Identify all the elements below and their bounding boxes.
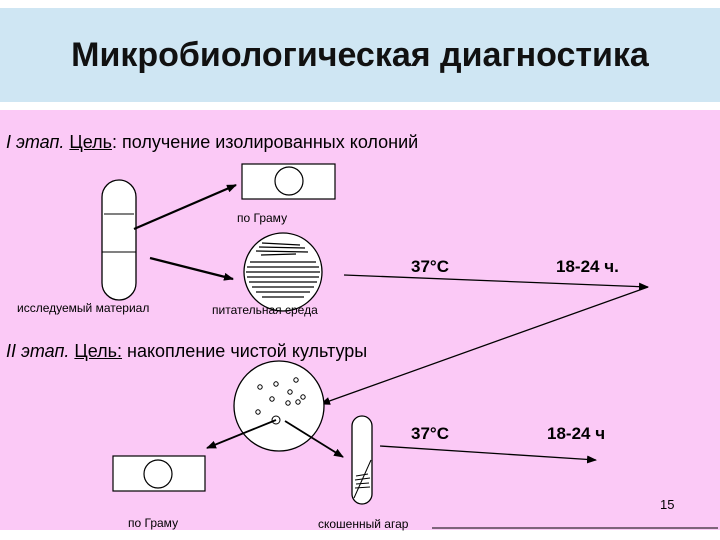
- title-band: [0, 8, 720, 102]
- arrow-to-medium: [149, 256, 234, 281]
- stage-2-temperature: 37°С: [411, 424, 449, 443]
- stage-1-goal-label: Цель: [69, 132, 112, 152]
- slant-agar-label: скошенный агар: [318, 517, 409, 531]
- page-number: 15: [660, 497, 675, 512]
- arrow-to-gram-slide: [133, 183, 237, 231]
- arrow-incubation-1: [343, 274, 649, 291]
- stage-1-heading: I этап. Цель: получение изолированных ко…: [6, 132, 418, 153]
- stage-1-goal-text: : получение изолированных колоний: [111, 132, 419, 152]
- stage-2-time: 18-24 ч: [547, 424, 606, 443]
- arrow-incubation-2: [379, 445, 597, 464]
- arrow-to-colonies-plate: [320, 286, 649, 405]
- stage-2-goal-text: накопление чистой культуры: [122, 341, 368, 361]
- gram-stain-slide-icon: [241, 163, 336, 200]
- stage-2-gram-label: по Граму: [128, 516, 179, 530]
- arrow-to-gram-slide-2: [206, 419, 277, 449]
- stage-1-time: 18-24 ч.: [556, 257, 619, 276]
- stage-2-goal-label: Цель:: [74, 341, 123, 361]
- medium-label: питательная среда: [212, 303, 318, 317]
- specimen-tube-icon: [101, 179, 137, 301]
- stage-2-number: II этап.: [6, 341, 70, 361]
- stage-1-gram-label: по Граму: [237, 211, 288, 225]
- gram-stain-slide-2-icon: [112, 455, 206, 492]
- arrow-to-slant: [284, 420, 344, 458]
- stage-1-temperature: 37°С: [411, 257, 449, 276]
- specimen-label: исследуемый материал: [17, 301, 150, 315]
- petri-dish-streaks-icon: [243, 232, 323, 312]
- stage-2-heading: II этап. Цель: накопление чистой культур…: [6, 341, 367, 362]
- slant-agar-tube-icon: [351, 415, 373, 505]
- slide-title: Микробиологическая диагностика: [71, 36, 649, 74]
- stage-1-number: I этап.: [6, 132, 65, 152]
